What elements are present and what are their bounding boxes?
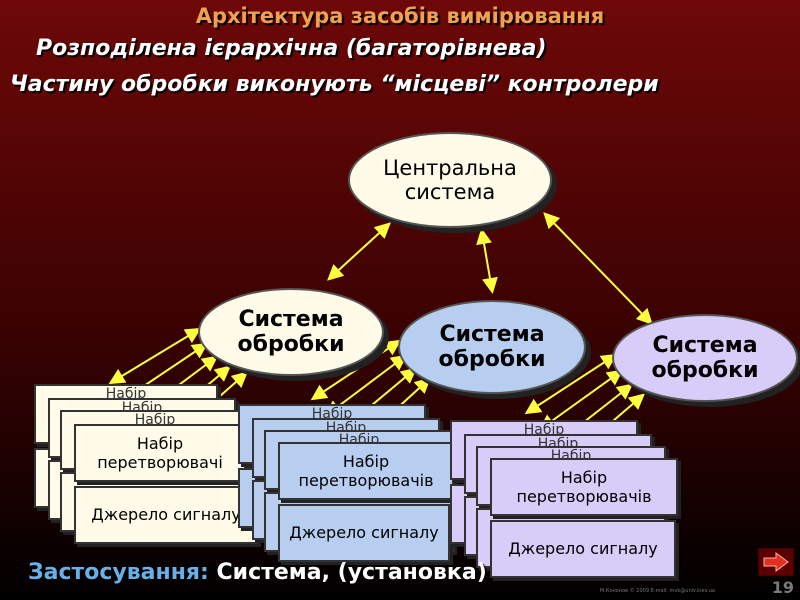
arrow-g1-1 bbox=[108, 327, 202, 385]
processing-system-1: Система обробки bbox=[198, 288, 384, 376]
author-credit: М.Кононов © 2009 E-mail: mvk@univ.kiev.u… bbox=[600, 588, 715, 594]
converter-set-card: Набір перетворювачів bbox=[490, 458, 678, 516]
converter-set-card: Набір перетворювачів bbox=[278, 442, 454, 500]
arrow-central-proc2 bbox=[476, 228, 498, 294]
signal-source-card: Джерело сигналу bbox=[490, 520, 676, 578]
next-slide-arrow-icon[interactable] bbox=[758, 548, 794, 576]
application-footer: Застосування: Система, (установка) bbox=[28, 560, 487, 585]
central-system: Центральна система bbox=[348, 132, 552, 228]
arrow-central-proc3 bbox=[543, 212, 653, 325]
arrow-central-proc1 bbox=[327, 222, 391, 281]
processing-system-3: Система обробки bbox=[612, 314, 798, 402]
slide-subtitle: Розподілена ієрархічна (багаторівнева) bbox=[36, 36, 547, 61]
page-number: 19 bbox=[771, 578, 794, 597]
signal-source-card: Джерело сигналу bbox=[74, 486, 258, 544]
slide-subtitle-2: Частину обробки виконують “місцеві” конт… bbox=[10, 72, 659, 97]
slide-title: Архітектура засобів вимірювання bbox=[195, 4, 605, 28]
application-label: Застосування: bbox=[28, 560, 209, 585]
signal-source-card: Джерело сигналу bbox=[278, 504, 450, 562]
converter-set-card: Набір перетворювачі bbox=[74, 424, 246, 482]
application-value: Система, (установка) bbox=[216, 560, 487, 585]
processing-system-2: Система обробки bbox=[398, 300, 586, 394]
